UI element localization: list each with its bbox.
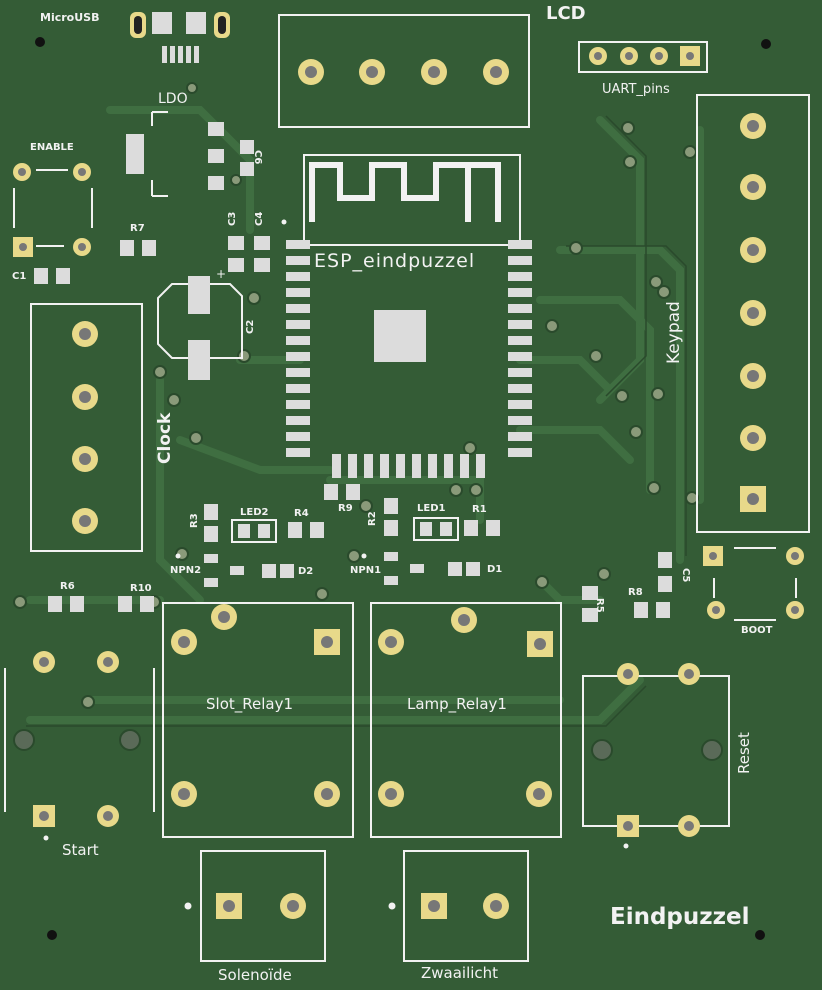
- pin1-markers: [43, 219, 629, 910]
- enable-label: ENABLE: [30, 142, 74, 153]
- usb-connector: [130, 12, 230, 63]
- ldo-label: LDO: [158, 91, 188, 107]
- d2-label: D2: [298, 566, 314, 577]
- led2-label: LED2: [240, 507, 269, 518]
- r1-label: R1: [472, 504, 487, 515]
- r7-label: R7: [130, 223, 145, 234]
- r9-label: R9: [338, 503, 353, 514]
- vias: [13, 82, 699, 709]
- led1-label: LED1: [417, 503, 446, 514]
- uart-label: UART_pins: [602, 82, 670, 97]
- board-title: Eindpuzzel: [610, 904, 750, 930]
- smd-passives: [34, 122, 672, 622]
- r4-label: R4: [294, 508, 309, 519]
- slot-relay-label: Slot_Relay1: [206, 695, 294, 713]
- npn1-label: NPN1: [350, 565, 382, 576]
- start-label: Start: [62, 841, 99, 859]
- microusb-label: MicroUSB: [40, 11, 100, 24]
- c5-label: C5: [680, 568, 691, 583]
- zwaailicht-label: Zwaailicht: [421, 964, 499, 982]
- c6-label: C6: [252, 150, 263, 165]
- solenoid-label: Solenoïde: [218, 966, 292, 984]
- esp-pads: [286, 240, 532, 478]
- npn2-label: NPN2: [170, 565, 202, 576]
- d1-label: D1: [487, 564, 503, 575]
- c3-label: C3: [227, 211, 238, 226]
- r5-label: R5: [594, 598, 605, 613]
- clock-label: Clock: [155, 412, 175, 464]
- c1-label: C1: [12, 271, 27, 282]
- lcd-label: LCD: [546, 3, 586, 24]
- r6-label: R6: [60, 581, 75, 592]
- c2-label: C2: [245, 319, 256, 334]
- r3-label: R3: [189, 513, 200, 528]
- keypad-label: Keypad: [664, 301, 684, 364]
- r8-label: R8: [628, 587, 643, 598]
- lamp-relay-label: Lamp_Relay1: [407, 695, 507, 713]
- r2-label: R2: [367, 511, 378, 526]
- c2-plus: +: [216, 267, 227, 281]
- tht-pads: [13, 46, 804, 919]
- r10-label: R10: [130, 583, 152, 594]
- copper-traces: [26, 106, 704, 724]
- trace-outlines: [26, 115, 687, 727]
- mounting-holes: [35, 37, 771, 940]
- c4-label: C4: [254, 211, 265, 226]
- reset-label: Reset: [735, 732, 753, 774]
- boot-label: BOOT: [741, 625, 773, 636]
- esp-label: ESP_eindpuzzel: [314, 250, 476, 272]
